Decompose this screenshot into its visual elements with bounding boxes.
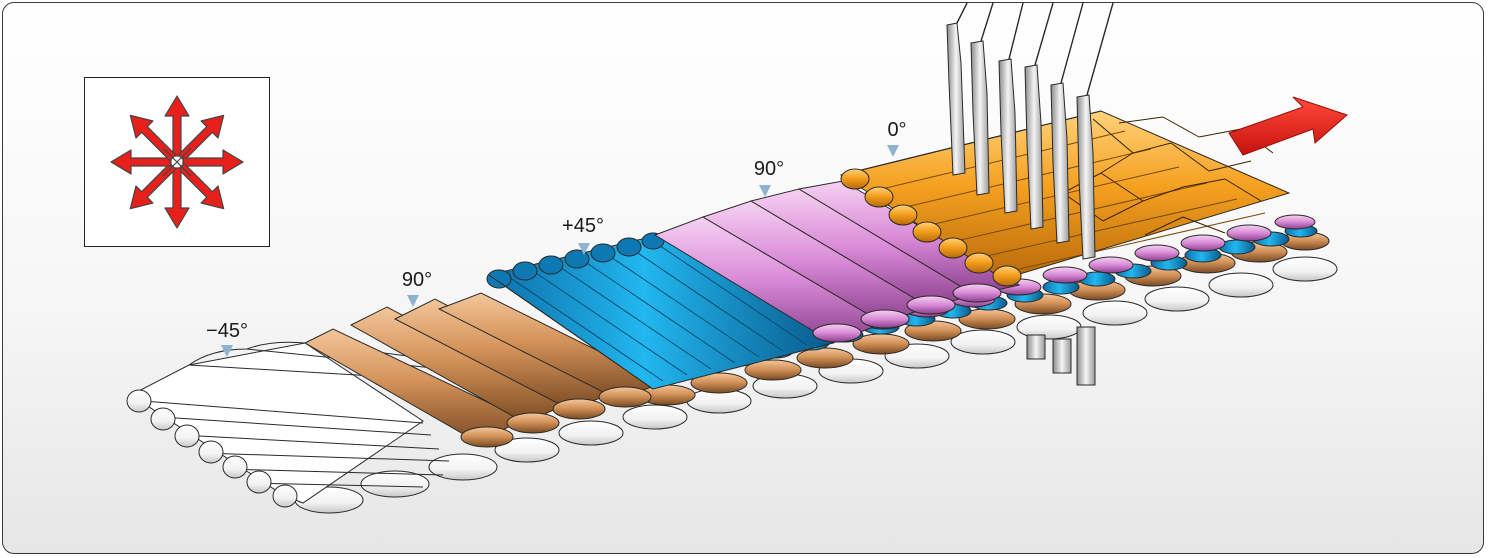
ply-label-0: 0°: [887, 119, 906, 141]
ply-markers: [221, 145, 899, 357]
ply-label-pos45: +45°: [562, 215, 604, 237]
stitching-needles: [946, 3, 1114, 260]
ply-label-90b: 90°: [754, 158, 784, 180]
multiaxial-fabric-scene: −45° 90° +45° 90° 0°: [126, 3, 1348, 514]
marker-0: [887, 145, 899, 157]
marker-90a: [407, 295, 419, 307]
pink-layer-ends: [860, 214, 1316, 330]
needle-shafts-below: [1026, 326, 1096, 386]
ply-90b-fibers: [653, 180, 1021, 344]
marker-neg45: [221, 345, 233, 357]
ply-label-90a: 90°: [402, 269, 432, 291]
ply-pos45-fibers: [486, 232, 835, 390]
ply-label-neg45: −45°: [206, 320, 248, 342]
marker-90b: [759, 185, 771, 197]
ply-90a-fibers: [303, 292, 665, 448]
multiaxial-arrows-icon: [110, 95, 244, 229]
feed-direction-arrow-icon: [1228, 96, 1348, 156]
direction-inset: [84, 77, 270, 247]
marker-pos45: [578, 243, 590, 255]
